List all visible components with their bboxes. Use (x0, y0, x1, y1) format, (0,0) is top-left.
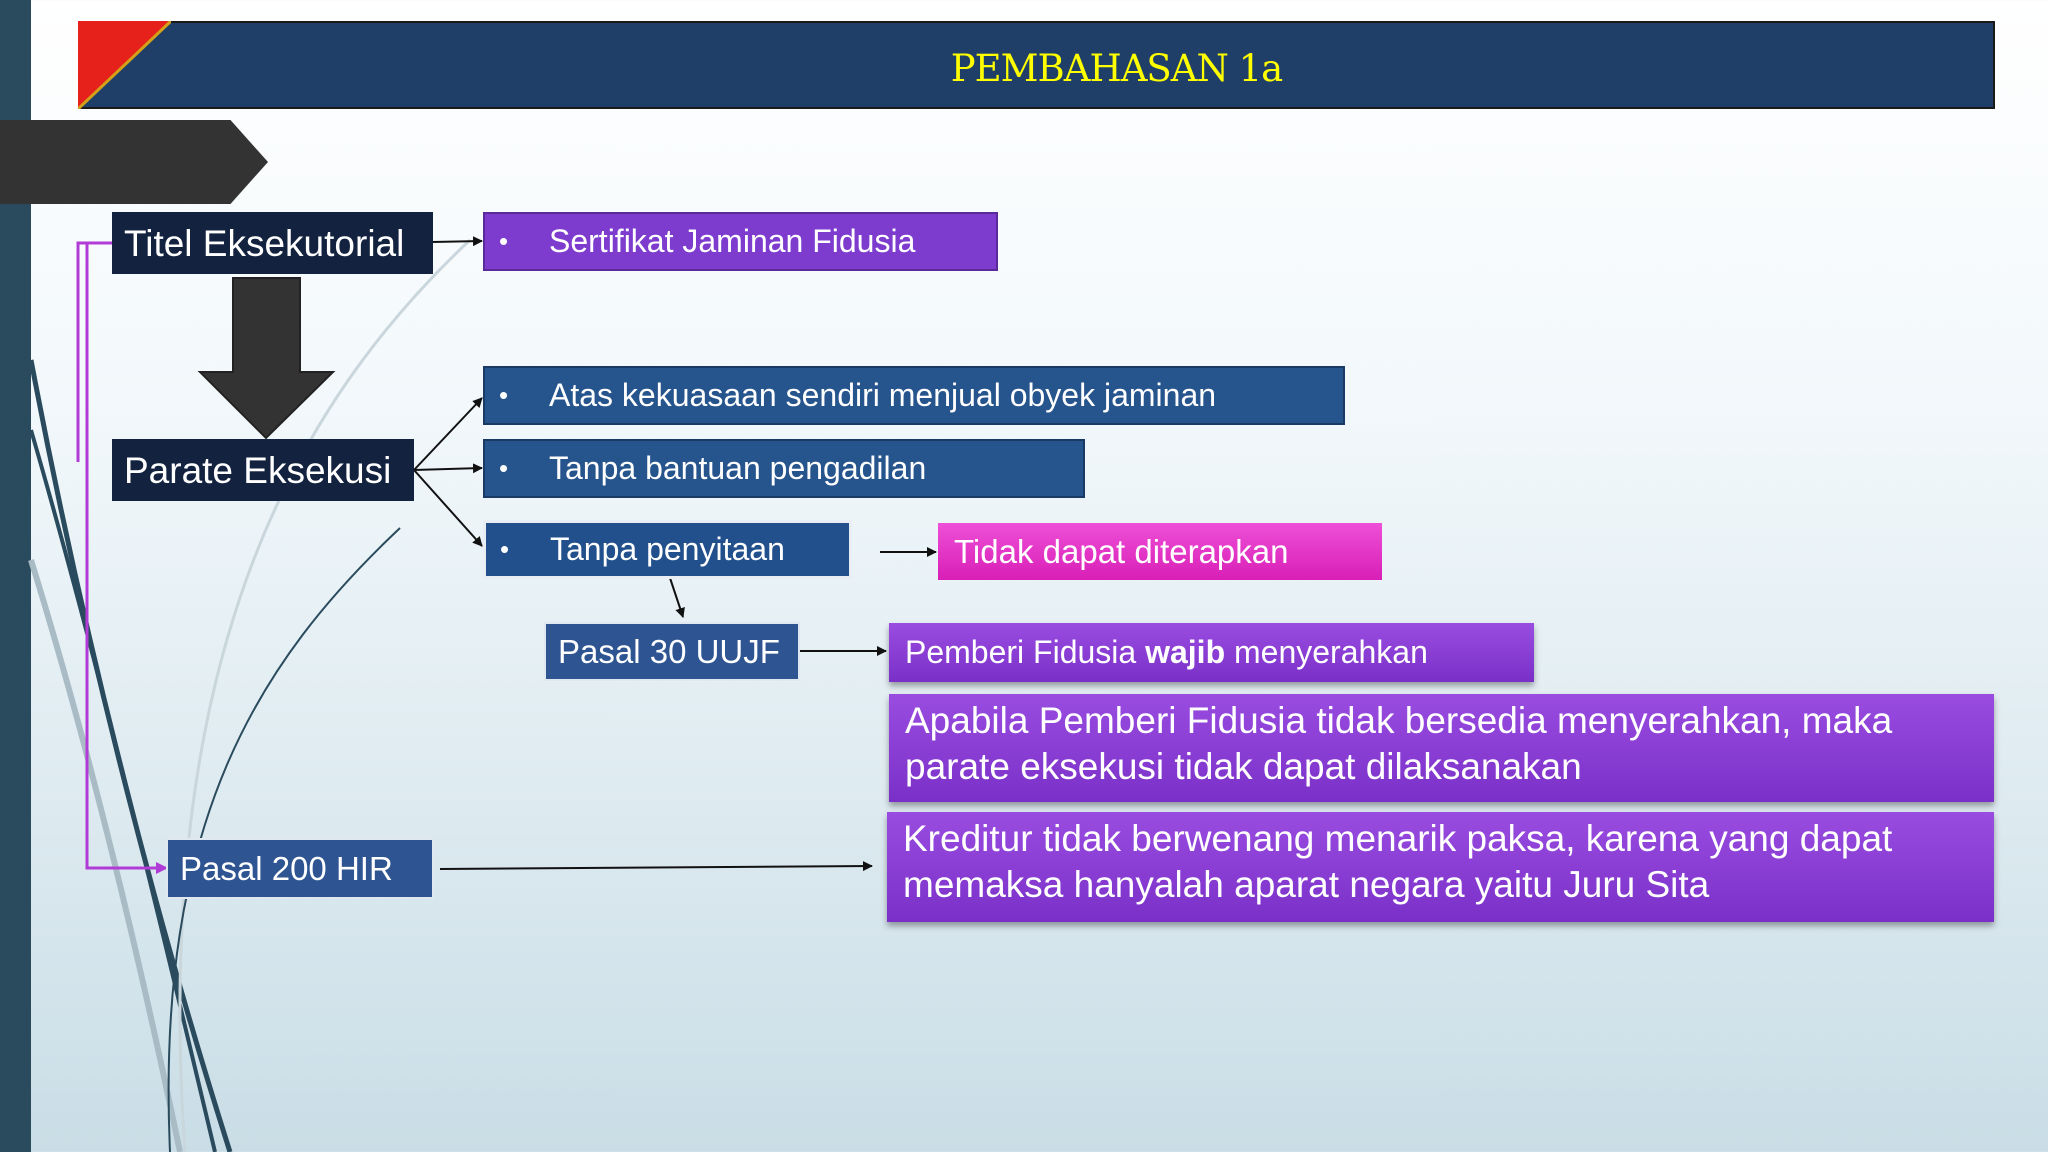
bullet-icon: • (499, 453, 509, 483)
note-pemberi-wajib: Pemberi Fidusia wajib menyerahkan (889, 623, 1534, 682)
note-apabila: Apabila Pemberi Fidusia tidak bersedia m… (889, 694, 1994, 802)
bullet-atas-kekuasaan: • Atas kekuasaan sendiri menjual obyek j… (483, 366, 1345, 425)
note-suffix: menyerahkan (1225, 634, 1428, 670)
bullet-icon: • (499, 226, 509, 256)
node-label: Parate Eksekusi (124, 449, 392, 491)
bullet-icon: • (500, 534, 510, 564)
note-label: Kreditur tidak berwenang menarik paksa, … (903, 818, 1893, 905)
bullet-label: Sertifikat Jaminan Fidusia (549, 223, 916, 259)
bullet-tanpa-penyitaan: • Tanpa penyitaan (483, 520, 852, 579)
bullet-icon: • (499, 380, 509, 410)
node-label: Titel Eksekutorial (124, 222, 405, 264)
title-corner-edge (78, 21, 171, 109)
bullet-sertifikat: • Sertifikat Jaminan Fidusia (483, 212, 998, 271)
node-label: Pasal 200 HIR (180, 849, 393, 887)
node-titel-eksekutorial: Titel Eksekutorial (112, 212, 433, 274)
note-label: Pemberi Fidusia wajib menyerahkan (905, 634, 1428, 671)
bullet-label: Atas kekuasaan sendiri menjual obyek jam… (549, 377, 1217, 413)
note-tidak-dapat-diterapkan: Tidak dapat diterapkan (938, 523, 1382, 580)
node-pasal-200-hir: Pasal 200 HIR (166, 838, 434, 899)
bullet-tanpa-bantuan: • Tanpa bantuan pengadilan (483, 439, 1085, 498)
down-arrow-icon (197, 277, 336, 440)
page-title: PEMBAHASAN 1a (950, 47, 1284, 90)
node-pasal-30-uujf: Pasal 30 UUJF (544, 622, 800, 681)
note-label: Tidak dapat diterapkan (954, 532, 1289, 570)
note-label: Apabila Pemberi Fidusia tidak bersedia m… (905, 700, 1893, 787)
node-parate-eksekusi: Parate Eksekusi (112, 439, 414, 501)
chevron-banner (0, 120, 268, 204)
note-prefix: Pemberi Fidusia (905, 634, 1146, 670)
note-bold: wajib (1145, 634, 1226, 670)
bullet-label: Tanpa bantuan pengadilan (549, 450, 927, 486)
note-kreditur: Kreditur tidak berwenang menarik paksa, … (887, 812, 1994, 922)
title-bar: PEMBAHASAN 1a (78, 21, 1995, 109)
node-label: Pasal 30 UUJF (558, 632, 780, 670)
bullet-label: Tanpa penyitaan (550, 531, 785, 567)
